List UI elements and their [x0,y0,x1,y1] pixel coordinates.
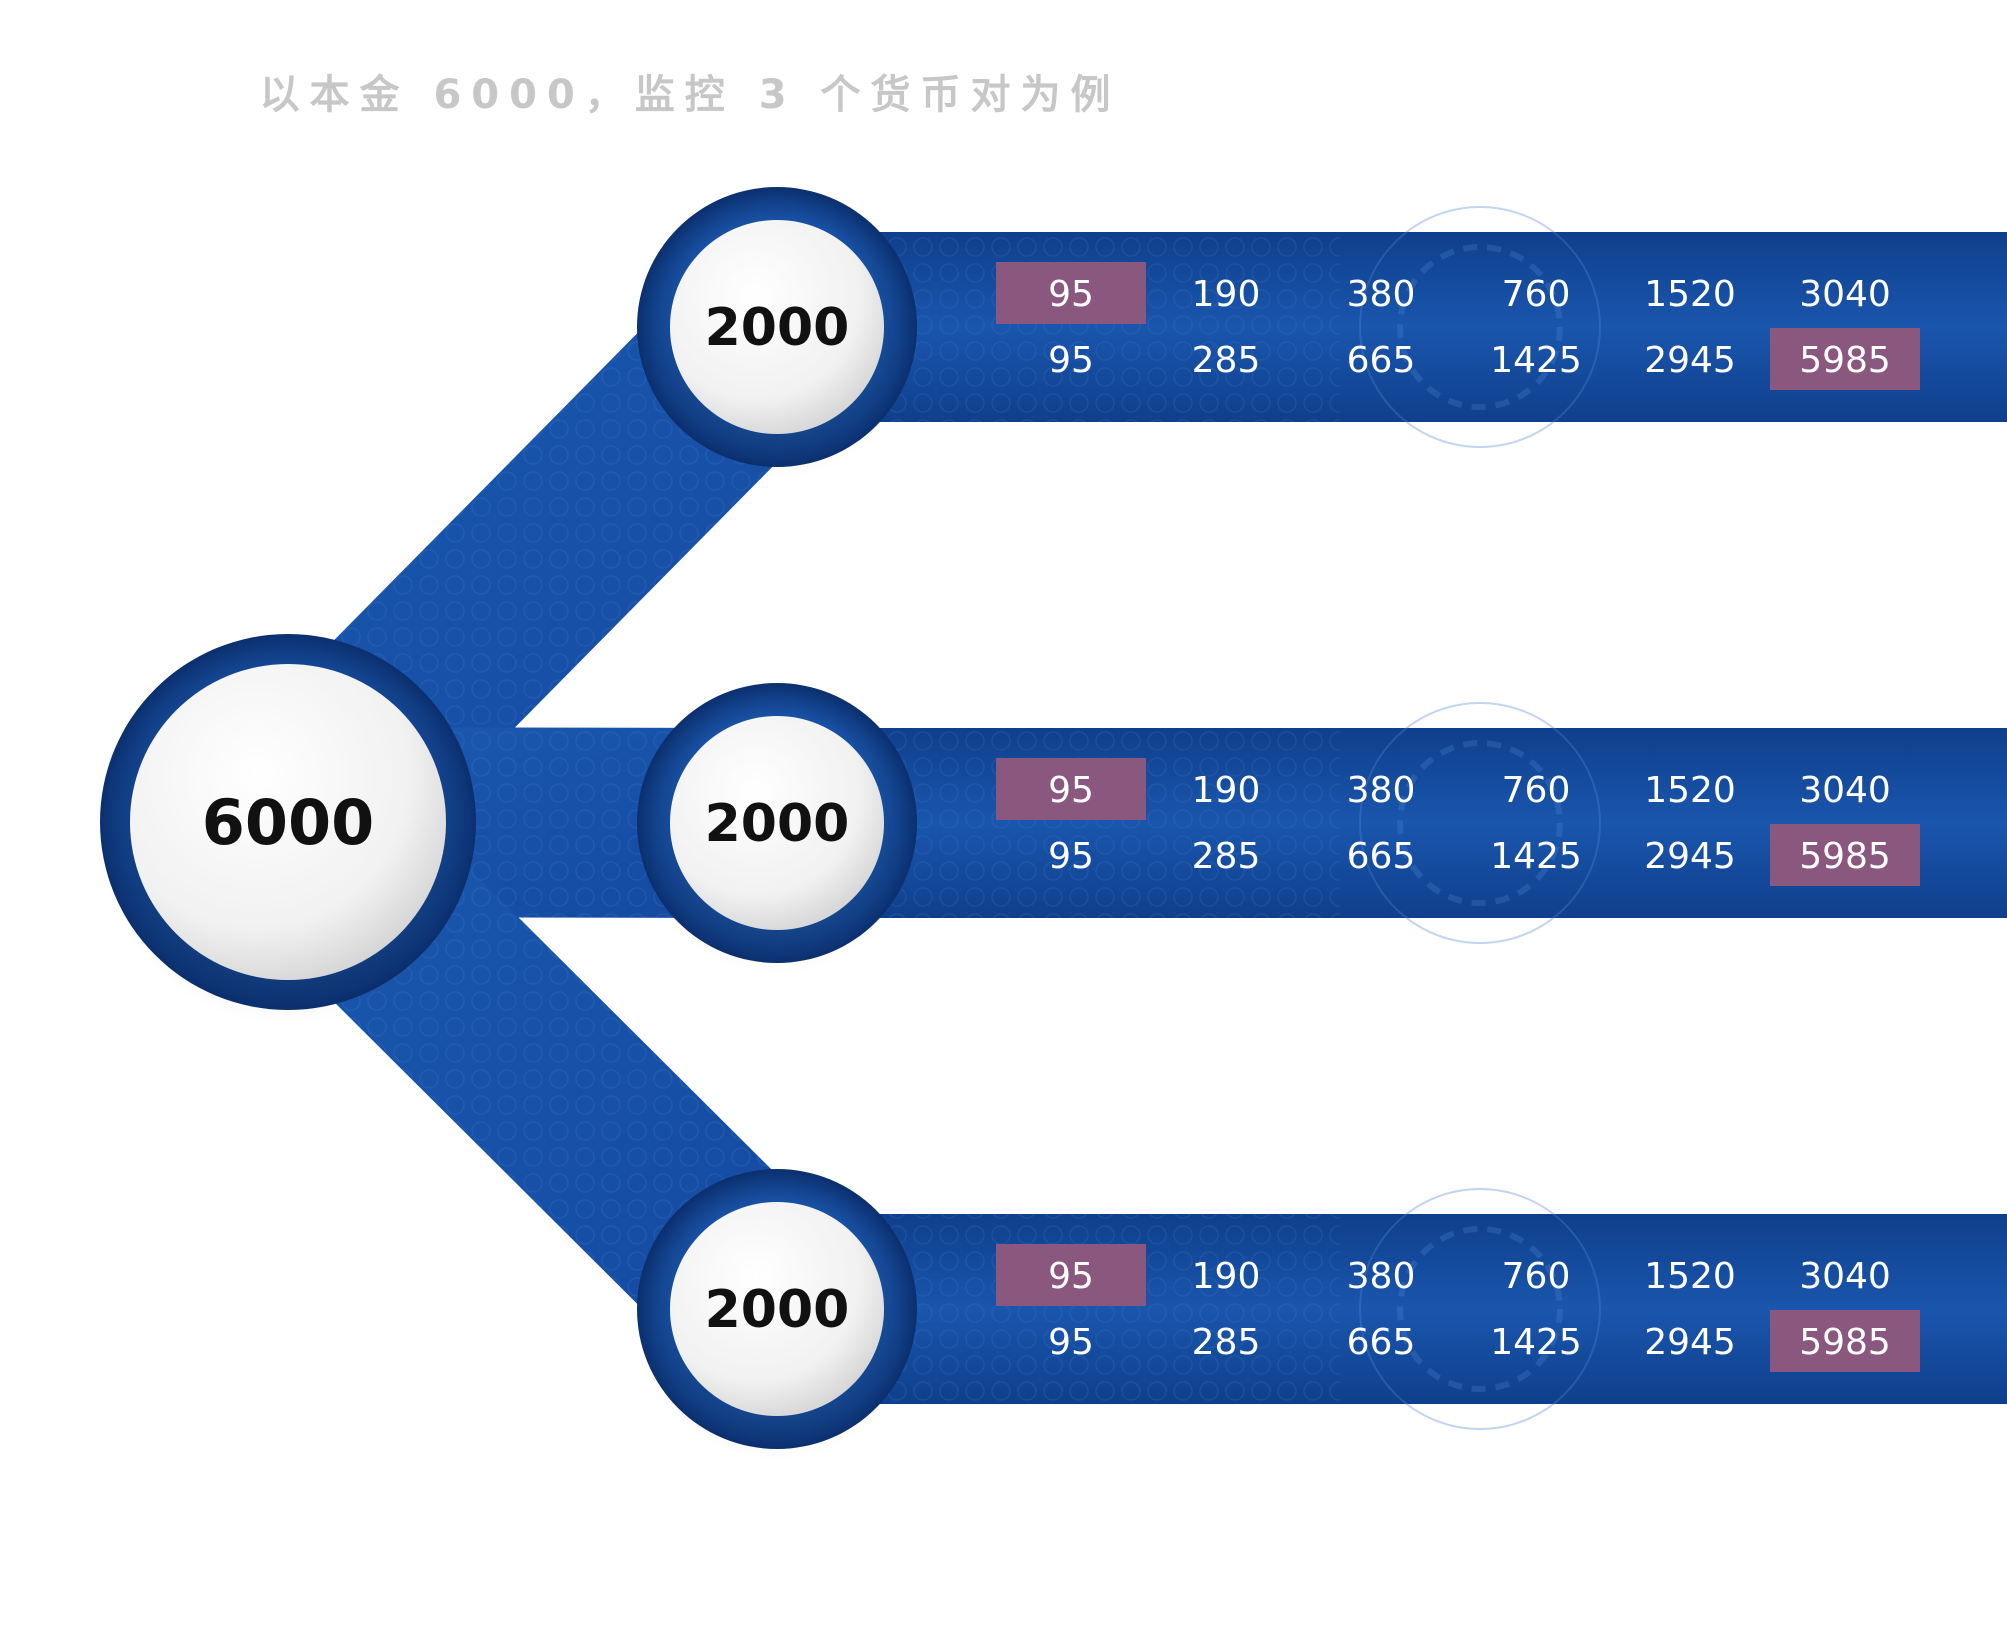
branch-node-disc [670,716,884,930]
value-cell: 2945 [1644,340,1736,381]
root-node-disc [130,664,446,980]
branch-node-label: 2000 [705,794,850,854]
value-cell: 3040 [1799,770,1891,811]
branch-node-disc [670,1202,884,1416]
branch-node: 2000 [637,187,917,467]
value-cell: 5985 [1799,340,1891,381]
value-cell: 3040 [1799,274,1891,315]
value-cell: 5985 [1799,1322,1891,1363]
highlight-cell [1770,824,1920,886]
value-cell: 95 [1048,1322,1094,1363]
value-cell: 285 [1192,340,1261,381]
value-cell: 760 [1502,274,1571,315]
highlight-cell [996,1244,1146,1306]
branch-band: 95 190 380 760 1520 3040 95 285 665 1425 2945 5985 [780,1188,2007,1430]
value-cell: 665 [1347,836,1416,877]
value-cell: 1520 [1644,770,1736,811]
decor-ring [1397,244,1563,410]
value-cell: 1425 [1490,340,1582,381]
root-node-label: 6000 [202,786,375,859]
nodes: 2000 2000 2000 6000 [100,187,917,1449]
value-cell: 95 [1048,274,1094,315]
value-cell: 2945 [1644,836,1736,877]
value-cell: 285 [1192,1322,1261,1363]
decor-ring [1397,1226,1563,1392]
value-cell: 1425 [1490,1322,1582,1363]
decor-ring [1359,702,1601,944]
value-cell: 1425 [1490,836,1582,877]
value-cell: 1520 [1644,274,1736,315]
value-cell: 665 [1347,1322,1416,1363]
decor-ring [1359,1188,1601,1430]
decor-ring [1359,206,1601,448]
value-cell: 1520 [1644,1256,1736,1297]
branch-node: 2000 [637,1169,917,1449]
highlight-cell [996,758,1146,820]
value-cell: 95 [1048,836,1094,877]
value-cell: 95 [1048,340,1094,381]
value-cell: 95 [1048,770,1094,811]
value-cell: 190 [1192,274,1261,315]
branch-band: 95 190 380 760 1520 3040 95 285 665 1425 2945 5985 [780,702,2007,944]
branch-node: 2000 [637,683,917,963]
value-cell: 95 [1048,1256,1094,1297]
value-cell: 190 [1192,1256,1261,1297]
branch-node-label: 2000 [705,298,850,358]
value-cell: 380 [1347,770,1416,811]
decor-ring [1397,740,1563,906]
root-node: 6000 [100,634,476,1010]
highlight-cell [1770,1310,1920,1372]
value-cell: 380 [1347,274,1416,315]
value-cell: 665 [1347,340,1416,381]
value-cell: 380 [1347,1256,1416,1297]
value-cell: 760 [1502,1256,1571,1297]
highlight-cell [996,262,1146,324]
diagram-title: 以本金 6000，监控 3 个货币对为例 [259,72,1121,118]
value-cell: 285 [1192,836,1261,877]
branch-band: 95 190 380 760 1520 3040 95 285 665 1425 2945 5985 [780,206,2007,448]
value-cell: 190 [1192,770,1261,811]
value-cell: 760 [1502,770,1571,811]
value-cell: 2945 [1644,1322,1736,1363]
branch-node-label: 2000 [705,1280,850,1340]
branch-node-disc [670,220,884,434]
value-cell: 3040 [1799,1256,1891,1297]
value-cell: 5985 [1799,836,1891,877]
highlight-cell [1770,328,1920,390]
